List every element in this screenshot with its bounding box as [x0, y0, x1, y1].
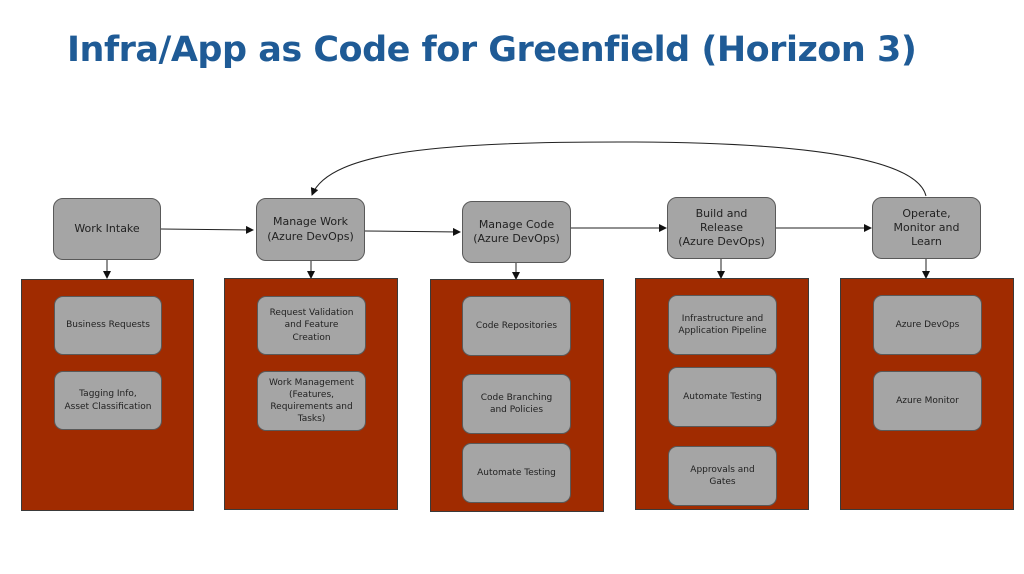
feedback-loop-arrow: [310, 141, 927, 197]
item-business-requests: Business Requests: [54, 296, 162, 355]
item-code-repositories: Code Repositories: [462, 296, 571, 356]
stage-manage-code: Manage Code (Azure DevOps): [462, 201, 571, 263]
item-request-validation: Request Validation and Feature Creation: [257, 296, 366, 355]
item-automate-testing-code: Automate Testing: [462, 443, 571, 503]
arrow-work-to-code: [364, 227, 461, 236]
panel-manage-work: Request Validation and Feature Creation …: [224, 278, 398, 510]
arrow-intake-to-work: [160, 225, 254, 234]
item-azure-monitor: Azure Monitor: [873, 371, 982, 431]
stage-work-intake: Work Intake: [53, 198, 161, 260]
item-work-management: Work Management (Features, Requirements …: [257, 371, 366, 431]
stage-build-release: Build and Release (Azure DevOps): [667, 197, 776, 259]
stage-manage-work: Manage Work (Azure DevOps): [256, 198, 365, 261]
item-infra-app-pipeline: Infrastructure and Application Pipeline: [668, 295, 777, 355]
panel-manage-code: Code Repositories Code Branching and Pol…: [430, 279, 604, 512]
item-approvals-gates: Approvals and Gates: [668, 446, 777, 506]
item-automate-testing-build: Automate Testing: [668, 367, 777, 427]
panel-build-release: Infrastructure and Application Pipeline …: [635, 278, 809, 510]
panel-work-intake: Business Requests Tagging Info, Asset Cl…: [21, 279, 194, 511]
page-title: Infra/App as Code for Greenfield (Horizo…: [67, 30, 917, 70]
item-tagging-info: Tagging Info, Asset Classification: [54, 371, 162, 430]
item-code-branching: Code Branching and Policies: [462, 374, 571, 434]
stage-operate-monitor: Operate, Monitor and Learn: [872, 197, 981, 259]
panel-operate-monitor: Azure DevOps Azure Monitor: [840, 278, 1014, 510]
item-azure-devops: Azure DevOps: [873, 295, 982, 355]
